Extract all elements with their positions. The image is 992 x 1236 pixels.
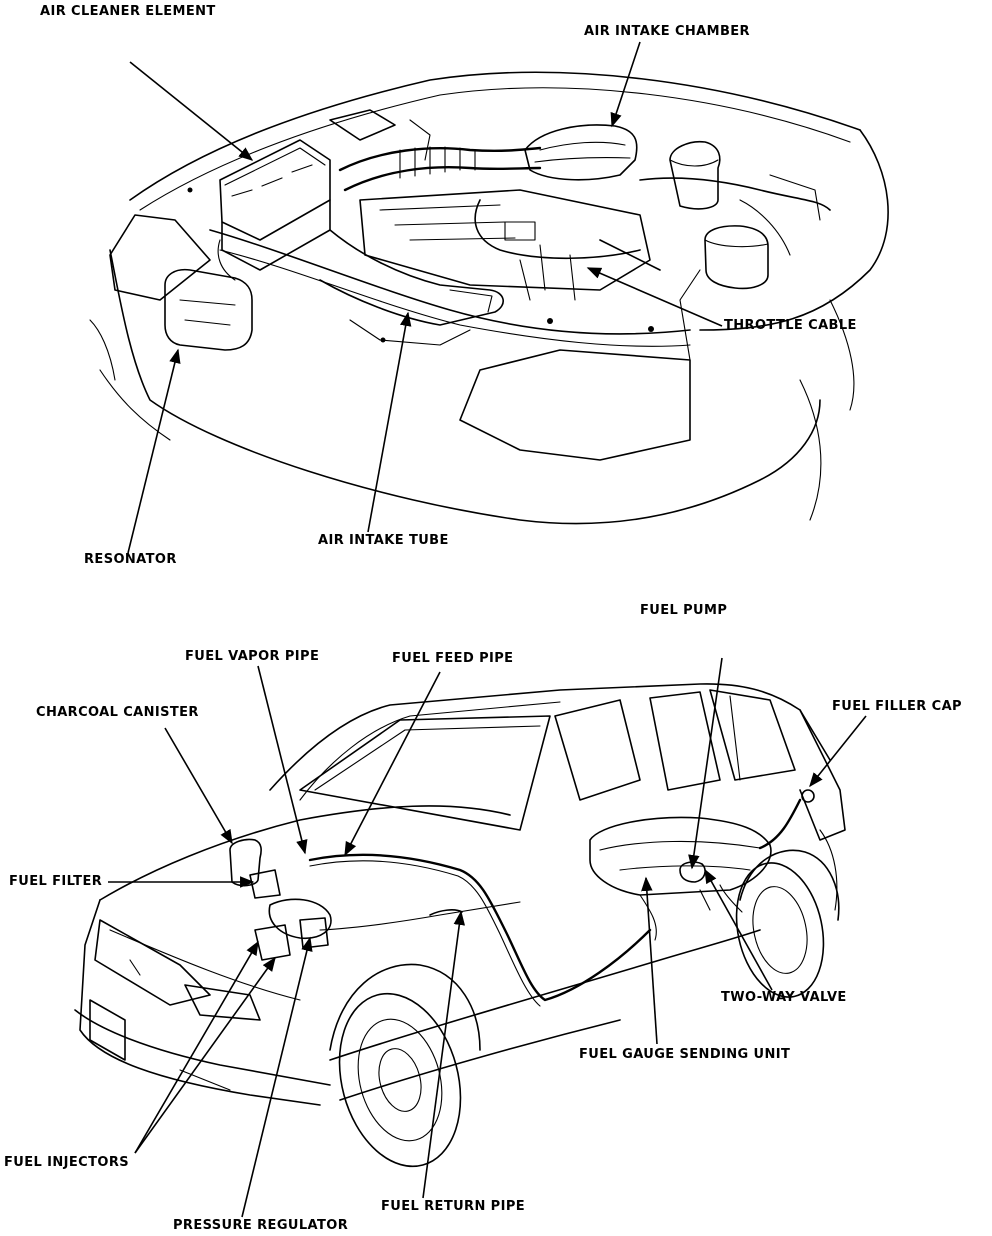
label-pressure-regulator: PRESSURE REGULATOR [173, 1218, 349, 1233]
label-two-way-valve: TWO-WAY VALVE [721, 990, 847, 1005]
bottom-leader-lines [108, 657, 867, 1218]
label-fuel-injectors: FUEL INJECTORS [4, 1155, 129, 1170]
car-fuel-system-illustration [74, 683, 846, 1168]
label-fuel-return-pipe: FUEL RETURN PIPE [381, 1199, 526, 1214]
label-fuel-pump: FUEL PUMP [640, 603, 728, 618]
label-air-intake-tube: AIR INTAKE TUBE [318, 533, 449, 548]
engine-bay-illustration [89, 71, 889, 525]
label-fuel-gauge-sending-unit: FUEL GAUGE SENDING UNIT [579, 1047, 791, 1062]
label-throttle-cable: THROTTLE CABLE [724, 318, 857, 333]
label-fuel-vapor-pipe: FUEL VAPOR PIPE [185, 649, 320, 664]
label-fuel-filter: FUEL FILTER [9, 874, 103, 889]
label-air-cleaner-element: AIR CLEANER ELEMENT [40, 4, 216, 19]
top-leader-lines [127, 41, 723, 554]
label-charcoal-canister: CHARCOAL CANISTER [36, 705, 199, 720]
label-resonator: RESONATOR [84, 552, 177, 567]
label-fuel-filler-cap: FUEL FILLER CAP [832, 699, 962, 714]
label-air-intake-chamber: AIR INTAKE CHAMBER [584, 24, 750, 39]
label-fuel-feed-pipe: FUEL FEED PIPE [392, 651, 514, 666]
